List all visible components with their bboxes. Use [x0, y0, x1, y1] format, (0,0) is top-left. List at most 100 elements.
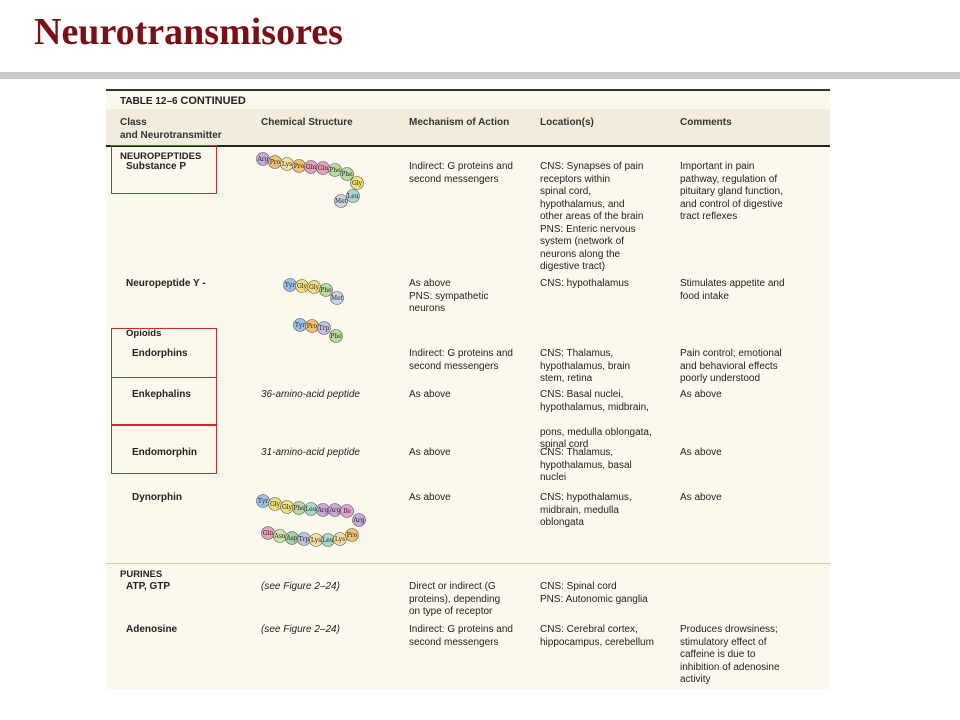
svg-text:Phe: Phe [341, 171, 353, 178]
svg-text:Gly: Gly [352, 180, 363, 187]
residue-pro: Pro [292, 159, 306, 173]
row-enkephalins-comments: As above [680, 389, 722, 400]
residue-lys: Lys [309, 533, 323, 547]
svg-text:Gln: Gln [306, 164, 317, 171]
svg-text:Tyr: Tyr [258, 498, 268, 505]
residue-phe: Phe [340, 167, 354, 181]
header-mechanism: Mechanism of Action [409, 117, 510, 128]
svg-text:Arg: Arg [352, 517, 364, 524]
row-atp-gtp-location: CNS: Spinal cord PNS: Autonomic ganglia [540, 581, 648, 605]
residue-arg: Arg [256, 152, 270, 166]
header-comments: Comments [680, 117, 732, 128]
residue-lys: Lys [333, 532, 347, 546]
residue-pro: Pro [268, 155, 282, 169]
row-endorphins-comments: Pain control; emotional and behavioral e… [680, 348, 782, 384]
residue-tyr: Tyr [283, 278, 297, 292]
table-caption: TABLE 12–6 CONTINUED [120, 95, 246, 107]
table-caption-continued: CONTINUED [180, 95, 246, 107]
row-substance-p-name: Substance P [126, 161, 187, 172]
residue-phe: Phe [329, 329, 343, 343]
residue-gln: Gln [261, 526, 275, 540]
residue-gly: Gly [307, 280, 321, 294]
row-endomorphin-location: CNS: Thalamus, hypothalamus, basal nucle… [540, 447, 632, 483]
svg-text:Tyr: Tyr [285, 282, 295, 289]
row-enkephalins-name: Enkephalins [132, 389, 191, 400]
row-dynorphin-comments: As above [680, 492, 722, 503]
svg-text:Phe: Phe [329, 167, 341, 174]
header-class: Class and Neurotransmitter [120, 117, 222, 141]
residue-gln: Gln [304, 160, 318, 174]
residue-ile: Ile [340, 504, 354, 518]
svg-text:Arg: Arg [316, 507, 328, 514]
row-dynorphin-location: CNS: hypothalamus, midbrain, medulla obl… [540, 492, 632, 528]
residue-pro: Pro [305, 319, 319, 333]
row-endomorphin-comments: As above [680, 447, 722, 458]
svg-text:Gln: Gln [318, 165, 329, 172]
row-npy-location: CNS: hypothalamus [540, 278, 629, 289]
group-purines: PURINES [120, 569, 163, 580]
svg-text:Tyr: Tyr [295, 322, 305, 329]
svg-text:Gly: Gly [270, 501, 281, 508]
svg-text:Asp: Asp [285, 535, 297, 542]
svg-text:Trp: Trp [319, 325, 330, 332]
neurotransmitter-table: TABLE 12–6 CONTINUED Class and Neurotran… [106, 89, 830, 689]
highlight-box-substance-p [111, 145, 217, 194]
svg-text:Met: Met [335, 198, 348, 205]
residue-gly: Gly [295, 279, 309, 293]
svg-text:Gln: Gln [263, 530, 274, 537]
svg-text:Pro: Pro [270, 159, 281, 166]
svg-text:Pro: Pro [347, 532, 358, 539]
highlight-box-enkephalins [111, 377, 217, 425]
row-endorphins-mechanism: Indirect: G proteins and second messenge… [409, 348, 513, 372]
highlight-box-endomorphin [111, 425, 217, 474]
svg-text:Leu: Leu [347, 193, 359, 200]
residue-met: Met [334, 194, 348, 208]
row-npy-comments: Stimulates appetite and food intake [680, 278, 785, 302]
svg-text:Phe: Phe [320, 287, 332, 294]
residue-met: Met [330, 291, 344, 305]
row-enkephalins-location: CNS: Basal nuclei, hypothalamus, midbrai… [540, 389, 652, 450]
residue-asp: Asp [285, 531, 299, 545]
svg-text:Pro: Pro [307, 323, 318, 330]
row-endomorphin-structure: 31-amino-acid peptide [261, 447, 360, 458]
svg-text:Lys: Lys [311, 537, 321, 544]
residue-phe: Phe [292, 501, 306, 515]
svg-text:Gly: Gly [282, 504, 293, 511]
row-dynorphin-mechanism: As above [409, 492, 451, 503]
row-dynorphin-name: Dynorphin [132, 492, 182, 503]
header-structure: Chemical Structure [261, 117, 353, 128]
svg-text:Leu: Leu [322, 537, 334, 544]
row-enkephalins-structure: 36-amino-acid peptide [261, 389, 360, 400]
residue-leu: Leu [321, 533, 335, 547]
svg-text:Lys: Lys [282, 161, 292, 168]
header-location: Location(s) [540, 117, 594, 128]
residue-tyr: Tyr [256, 494, 270, 508]
svg-text:Ile: Ile [343, 508, 351, 515]
row-enkephalins-mechanism: As above [409, 389, 451, 400]
residue-gly: Gly [350, 176, 364, 190]
row-adenosine-structure: (see Figure 2–24) [261, 624, 340, 635]
row-adenosine-mechanism: Indirect: G proteins and second messenge… [409, 624, 513, 648]
svg-text:Lys: Lys [335, 536, 345, 543]
residue-arg: Arg [328, 503, 342, 517]
row-atp-gtp-mechanism: Direct or indirect (G proteins), dependi… [409, 581, 501, 617]
svg-text:Arg: Arg [256, 156, 268, 163]
svg-text:Pro: Pro [294, 163, 305, 170]
residue-leu: Leu [346, 189, 360, 203]
row-substance-p-comments: Important in pain pathway, regulation of… [680, 161, 783, 222]
svg-text:Arg: Arg [328, 507, 340, 514]
svg-text:Phe: Phe [293, 505, 305, 512]
residue-asn: Asn [273, 529, 287, 543]
row-adenosine-name: Adenosine [126, 624, 178, 635]
row-endomorphin-name: Endomorphin [132, 447, 197, 458]
table-header: Class and Neurotransmitter Chemical Stru… [106, 109, 830, 147]
title-divider [0, 72, 960, 79]
residue-gly: Gly [268, 497, 282, 511]
svg-text:Asn: Asn [273, 533, 285, 540]
residue-gly: Gly [280, 500, 294, 514]
row-endorphins-location: CNS: Thalamus, hypothalamus, brain stem,… [540, 348, 631, 384]
residue-gln: Gln [316, 161, 330, 175]
